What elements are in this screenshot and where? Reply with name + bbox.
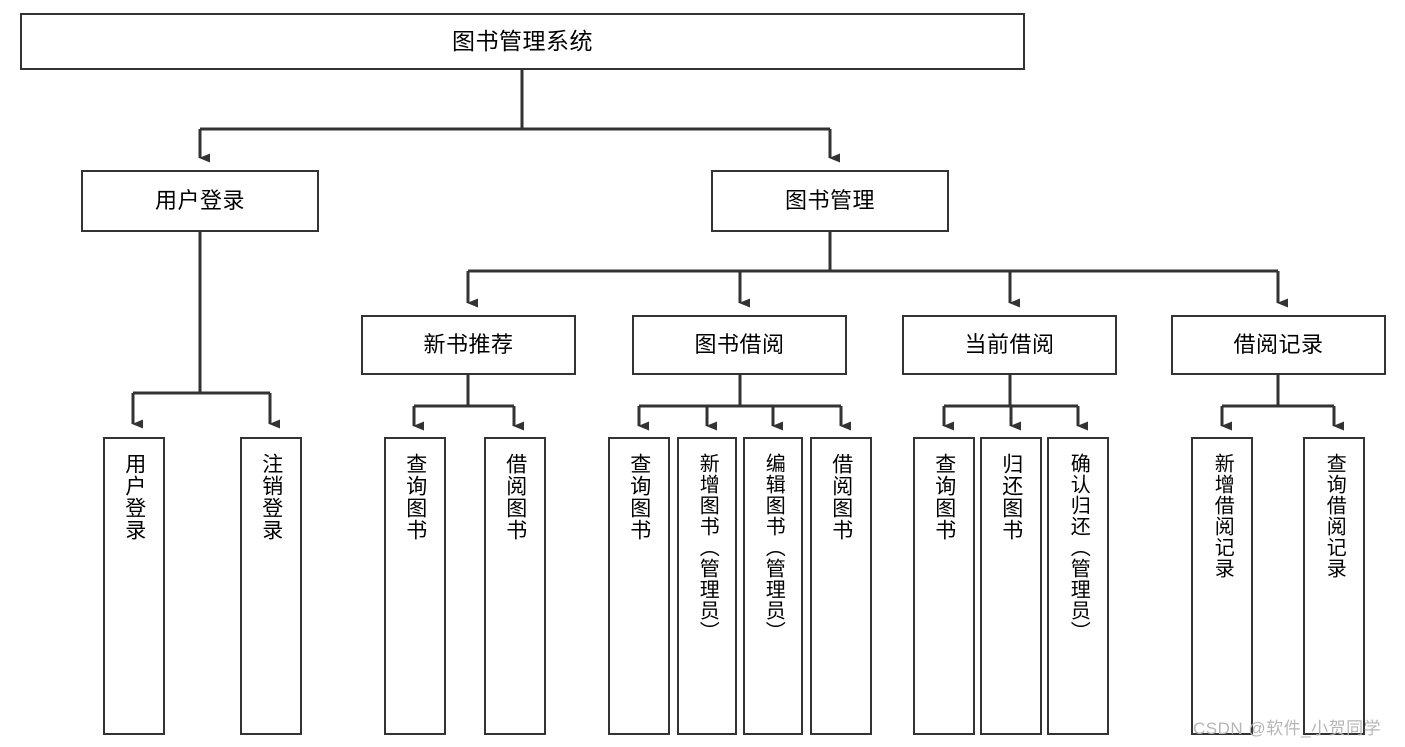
node-label: 查询图书 xyxy=(403,453,427,541)
node-label: 归还图书 xyxy=(999,453,1023,541)
node-label: 借阅图书 xyxy=(829,453,853,541)
node-label: 图书管理系统 xyxy=(452,27,593,54)
leaf-book-borrow-2[interactable]: 编辑图书（管理员） xyxy=(743,437,803,735)
node-label: 用户登录 xyxy=(122,453,146,541)
leaf-new-book-recommend-1[interactable]: 借阅图书 xyxy=(484,437,546,735)
node-label: 用户登录 xyxy=(154,188,245,214)
node-label: 查询图书 xyxy=(627,453,651,541)
leaf-borrow-record-1[interactable]: 查询借阅记录 xyxy=(1303,437,1365,735)
node-label: 当前借阅 xyxy=(964,332,1055,358)
leaf-current-borrow-2[interactable]: 确认归还（管理员） xyxy=(1047,437,1109,735)
node-book-borrow[interactable]: 图书借阅 xyxy=(632,315,847,375)
node-label: 新书推荐 xyxy=(423,332,514,358)
leaf-book-borrow-0[interactable]: 查询图书 xyxy=(608,437,670,735)
node-root-system[interactable]: 图书管理系统 xyxy=(20,13,1025,70)
node-label: 确认归还（管理员） xyxy=(1067,453,1090,642)
node-label: 借阅记录 xyxy=(1233,332,1324,358)
node-label: 新增图书（管理员） xyxy=(696,453,719,642)
node-label: 编辑图书（管理员） xyxy=(762,453,785,642)
node-new-book-recommend[interactable]: 新书推荐 xyxy=(361,315,576,375)
node-label: 新增借阅记录 xyxy=(1211,453,1234,579)
node-label: 图书借阅 xyxy=(694,332,785,358)
node-book-manage[interactable]: 图书管理 xyxy=(711,170,949,232)
node-label: 查询图书 xyxy=(932,453,956,541)
leaf-new-book-recommend-0[interactable]: 查询图书 xyxy=(384,437,446,735)
node-label: 图书管理 xyxy=(784,188,875,214)
leaf-book-borrow-3[interactable]: 借阅图书 xyxy=(810,437,872,735)
leaf-user-login-0[interactable]: 用户登录 xyxy=(103,437,165,735)
leaf-user-login-1[interactable]: 注销登录 xyxy=(240,437,302,735)
leaf-current-borrow-0[interactable]: 查询图书 xyxy=(913,437,975,735)
node-label: 查询借阅记录 xyxy=(1323,453,1346,579)
leaf-borrow-record-0[interactable]: 新增借阅记录 xyxy=(1191,437,1253,735)
leaf-book-borrow-1[interactable]: 新增图书（管理员） xyxy=(677,437,737,735)
node-user-login[interactable]: 用户登录 xyxy=(81,170,319,232)
node-borrow-record[interactable]: 借阅记录 xyxy=(1171,315,1386,375)
node-label: 注销登录 xyxy=(259,453,283,541)
node-current-borrow[interactable]: 当前借阅 xyxy=(902,315,1117,375)
leaf-current-borrow-1[interactable]: 归还图书 xyxy=(980,437,1042,735)
node-label: 借阅图书 xyxy=(503,453,527,541)
csdn-watermark: CSDN @软件_小贺同学 xyxy=(1193,719,1382,738)
